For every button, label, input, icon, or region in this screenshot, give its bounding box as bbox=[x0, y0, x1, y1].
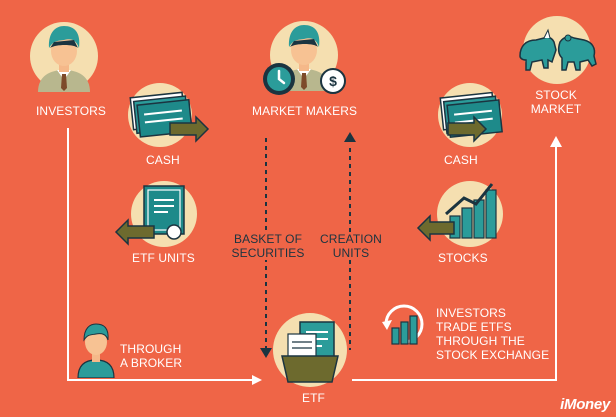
investor-person-icon bbox=[30, 22, 98, 92]
stock-market-label: STOCK MARKET bbox=[530, 88, 582, 116]
etf-units-label: ETF UNITS bbox=[132, 251, 195, 265]
etf-basket-icon bbox=[273, 313, 347, 387]
refresh-chart-icon bbox=[382, 304, 424, 345]
arrow-to-etf bbox=[252, 375, 262, 385]
broker-label: THROUGH A BROKER bbox=[120, 342, 183, 370]
arrow-up-to-market-makers bbox=[344, 132, 356, 142]
creation-units-label: CREATION UNITS bbox=[316, 232, 386, 260]
market-makers-label: MARKET MAKERS bbox=[252, 104, 358, 118]
broker-person-icon bbox=[77, 323, 115, 378]
cash-left-label: CASH bbox=[146, 153, 180, 167]
svg-text:$: $ bbox=[329, 73, 337, 89]
etf-to-stock-market-line bbox=[352, 145, 557, 381]
bull-bear-icon bbox=[519, 16, 597, 84]
clock-icon bbox=[263, 63, 295, 95]
stocks-label: STOCKS bbox=[438, 251, 488, 265]
arrow-to-stock-market bbox=[550, 136, 562, 147]
cash-stack-icon bbox=[438, 83, 503, 147]
etf-label: ETF bbox=[302, 391, 325, 405]
dollar-coin-icon: $ bbox=[320, 68, 346, 94]
certificate-icon bbox=[114, 181, 197, 247]
investors-label: INVESTORS bbox=[36, 104, 107, 118]
cash-right-label: CASH bbox=[444, 153, 478, 167]
arrow-down-to-etf bbox=[260, 348, 272, 358]
trade-label: INVESTORS TRADE ETFS THROUGH THE STOCK E… bbox=[436, 306, 550, 362]
imoney-logo: iMoney bbox=[560, 396, 610, 413]
basket-of-securities-label: BASKET OF SECURITIES bbox=[222, 232, 314, 260]
cash-stack-icon bbox=[128, 83, 210, 147]
growth-chart-icon bbox=[416, 181, 503, 247]
investor-to-etf-line bbox=[67, 128, 254, 381]
